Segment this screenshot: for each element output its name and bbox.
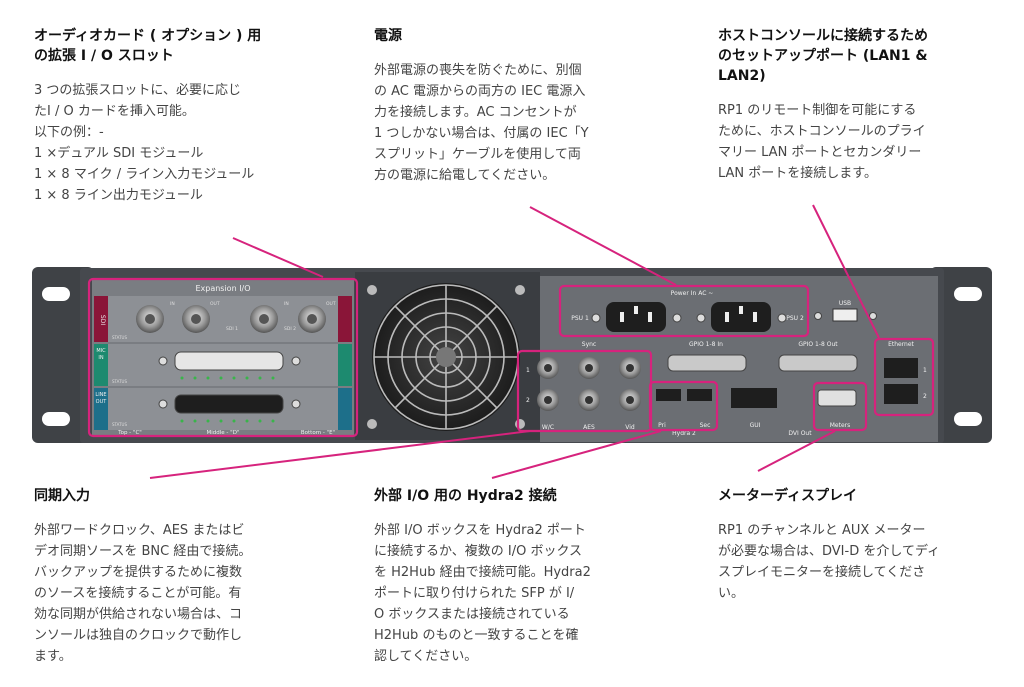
ethernet-label: Ethernet: [888, 341, 914, 348]
fan-icon: [367, 283, 525, 431]
line-card-tag: [94, 388, 108, 430]
psu1-label: PSU 1: [571, 315, 589, 322]
expansion-io-cards: Expansion I/O SDI IN OUT IN OUT SDI 1 SD…: [92, 278, 354, 436]
callout-hydra2: 外部 I/O 用の Hydra2 接続 外部 I/O ボックスを Hydra2 …: [374, 486, 664, 667]
ethernet-port-2[interactable]: [884, 384, 918, 404]
callout-meter-body: RP1 のチャンネルと AUX メーター が必要な場合は、DVI-D を介してデ…: [718, 523, 941, 601]
highlight-power: [558, 284, 810, 338]
hydra2-sec-sfp[interactable]: [687, 389, 712, 401]
rack-ear-right: [930, 267, 992, 443]
psu1-iec-socket[interactable]: [591, 302, 682, 332]
sync-row-2-label: 2: [526, 397, 530, 404]
callout-meter-display: メーターディスプレイ RP1 のチャンネルと AUX メーター が必要な場合は、…: [718, 486, 1008, 604]
gui-port[interactable]: [731, 388, 777, 408]
callout-hydra-body: 外部 I/O ボックスを Hydra2 ポート に接続するか、複数の I/O ボ…: [374, 523, 591, 664]
line-dsub-connector[interactable]: [174, 394, 284, 414]
sync-bnc-group: [537, 357, 641, 411]
hydra-pri-label: Pri: [658, 422, 666, 429]
psu2-iec-socket[interactable]: [696, 302, 787, 332]
highlight-meters: [812, 381, 868, 432]
usb-label: USB: [839, 300, 851, 307]
sdi-status-label: STATUS: [112, 335, 127, 340]
gpio-in-connector[interactable]: [667, 354, 747, 372]
rack-ear-left: [32, 267, 94, 443]
slot-middle-label: Middle - "D": [207, 430, 240, 436]
gui-label: GUI: [750, 422, 761, 429]
wc-label: W/C: [542, 424, 554, 431]
hydra2-label: Hydra 2: [672, 430, 696, 437]
highlight-expansion: [87, 277, 359, 438]
callout-hydra-title: 外部 I/O 用の Hydra2 接続: [374, 488, 557, 504]
sdi-2-out-label: OUT: [326, 301, 336, 307]
gpio-in-label: GPIO 1-8 In: [689, 341, 723, 348]
slot-top-label: Top - "C": [117, 430, 142, 436]
sdi-card-tag: [94, 296, 108, 342]
gpio-out-connector[interactable]: [778, 354, 858, 372]
callout-host-body: RP1 のリモート制御を可能にする ために、ホストコンソールのプライ マリー L…: [718, 103, 926, 181]
sdi-tag-label: SDI: [99, 315, 106, 325]
vid-label: Vid: [625, 424, 635, 431]
gpio-out-label: GPIO 1-8 Out: [798, 341, 838, 348]
slot-bottom-label: Bottom - "E": [301, 430, 335, 436]
callout-sync-title: 同期入力: [34, 488, 90, 504]
line-status-label: STATUS: [112, 422, 127, 427]
expansion-io-label: Expansion I/O: [195, 284, 250, 293]
highlight-ethernet: [873, 337, 935, 417]
sync-row-1-label: 1: [526, 367, 530, 374]
callout-meter-title: メーターディスプレイ: [718, 488, 858, 504]
mic-dsub-connector[interactable]: [174, 351, 284, 371]
callout-power-title: 電源: [374, 28, 402, 44]
meters-dvi-connector[interactable]: [817, 389, 857, 407]
callout-sync-body: 外部ワードクロック、AES またはビ デオ同期ソースを BNC 経由で接続。 バ…: [34, 523, 252, 664]
usb-port[interactable]: [832, 308, 858, 322]
sdi-1-out-label: OUT: [210, 301, 220, 307]
highlight-hydra: [648, 380, 719, 432]
leader-lines: [149, 204, 880, 479]
callout-sync-input: 同期入力 外部ワードクロック、AES またはビ デオ同期ソースを BNC 経由で…: [34, 486, 324, 667]
mic-card-tag: [94, 344, 108, 386]
callout-expansion-body: 3 つの拡張スロットに、必要に応じ たI / O カードを挿入可能。 以下の例：…: [34, 83, 255, 203]
sdi-2-label: SDI 2: [284, 326, 296, 332]
callout-host-title: ホストコンソールに接続するため のセットアップポート (LAN1 & LAN2): [718, 28, 928, 84]
sdi-1-in-label: IN: [170, 301, 175, 307]
callout-expansion-title: オーディオカード ( オプション ) 用 の拡張 I / O スロット: [34, 28, 262, 64]
highlight-boxes: [87, 277, 935, 438]
ethernet-port-1[interactable]: [884, 358, 918, 378]
aes-label: AES: [583, 424, 595, 431]
sdi-2-in-label: IN: [284, 301, 289, 307]
psu2-label: PSU 2: [786, 315, 804, 322]
callout-power-body: 外部電源の喪失を防ぐために、別個 の AC 電源からの両方の IEC 電源入 力…: [374, 63, 589, 183]
power-in-label: Power In AC ~: [671, 290, 714, 297]
dvi-out-label: DVI Out: [788, 430, 812, 437]
callout-host-setup: ホストコンソールに接続するため のセットアップポート (LAN1 & LAN2)…: [718, 26, 1008, 184]
callout-power: 電源 外部電源の喪失を防ぐために、別個 の AC 電源からの両方の IEC 電源…: [374, 26, 674, 186]
sync-label: Sync: [582, 341, 596, 348]
sdi-1-label: SDI 1: [226, 326, 238, 332]
meters-label: Meters: [830, 422, 851, 429]
hydra-sec-label: Sec: [700, 422, 711, 429]
eth-1-label: 1: [923, 367, 927, 374]
hydra2-pri-sfp[interactable]: [656, 389, 681, 401]
callout-expansion-io: オーディオカード ( オプション ) 用 の拡張 I / O スロット 3 つの…: [34, 26, 334, 206]
mic-status-label: STATUS: [112, 379, 127, 384]
eth-2-label: 2: [923, 393, 927, 400]
